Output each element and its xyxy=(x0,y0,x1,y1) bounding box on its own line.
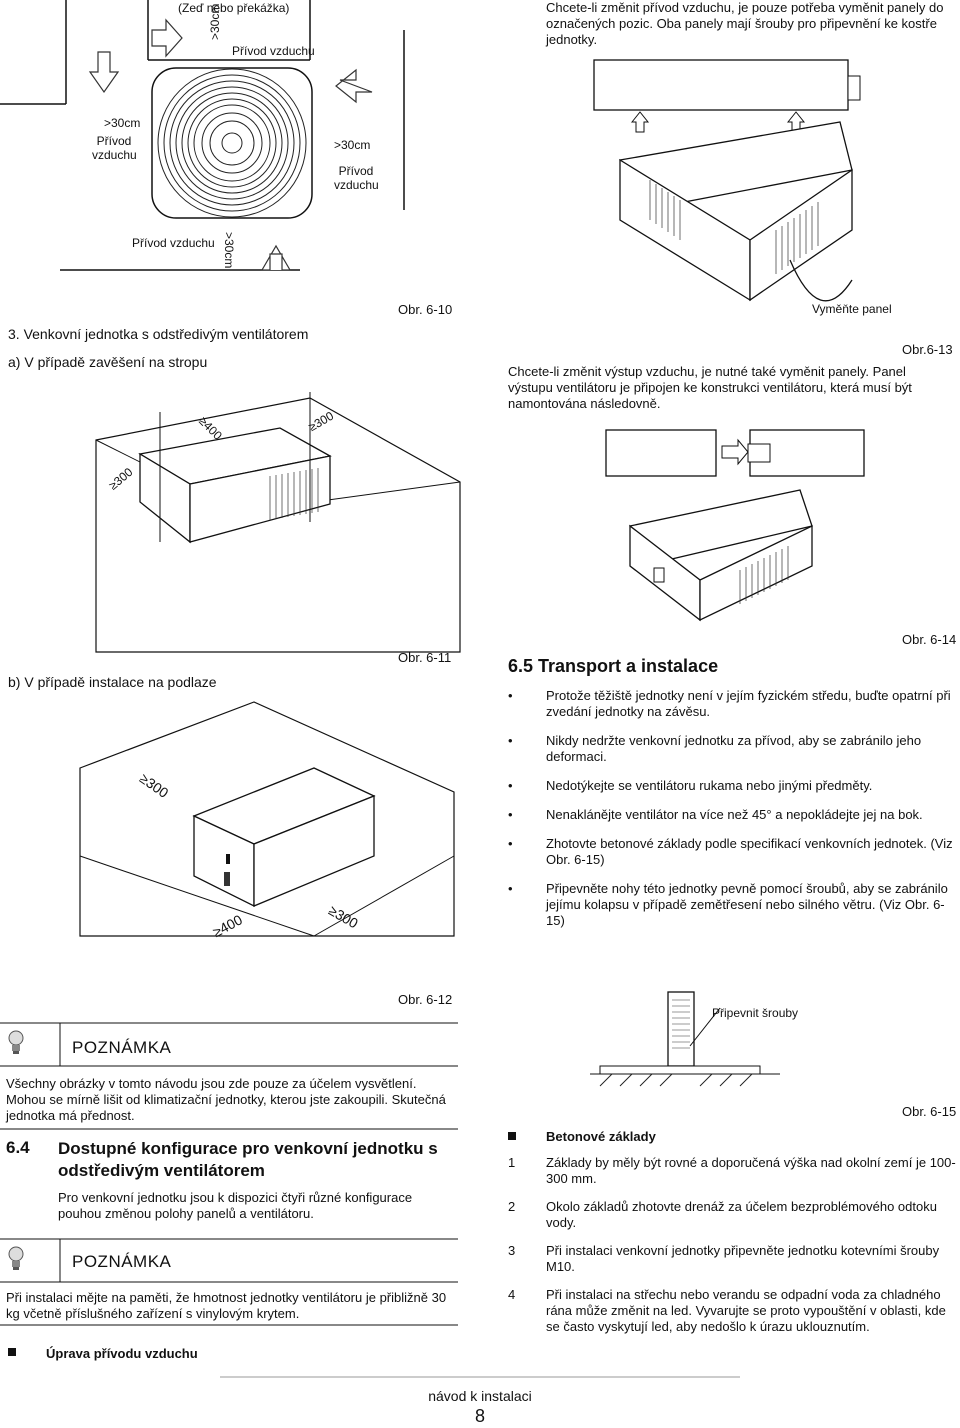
unit-panel-illustration xyxy=(593,59,861,302)
concrete-foundation-heading: Betonové základy xyxy=(546,1129,656,1144)
section-6-4-text: Pro venkovní jednotku jsou k dispozici č… xyxy=(58,1190,413,1221)
section-6-4-title: Dostupné konfigurace pro venkovní jednot… xyxy=(58,1139,438,1180)
outlet-text: Chcete-li změnit výstup vzduchu, je nutn… xyxy=(508,364,912,411)
list-item: •Protože těžiště jednotky není v jejím f… xyxy=(508,688,951,719)
caption-6-13: Obr.6-13 xyxy=(902,342,953,357)
wall-label: (Zeď nebo překážka) xyxy=(178,1,290,15)
ceiling-illustration xyxy=(95,392,461,653)
page-number: 8 xyxy=(474,1406,485,1426)
floor-case-label: b) V případě instalace na podlaze xyxy=(8,674,217,690)
distance-top-label: >30cm xyxy=(208,3,222,40)
note-title: POZNÁMKA xyxy=(72,1038,172,1057)
outlet-panel-illustration xyxy=(605,429,865,622)
list-item: •Nenaklánějte ventilátor na více než 45°… xyxy=(508,807,923,822)
intake-left-label: Přívod vzduchu xyxy=(92,134,137,162)
section-3-heading: 3. Venkovní jednotka s odstředivým venti… xyxy=(8,326,309,342)
caption-6-12: Obr. 6-12 xyxy=(398,992,453,1007)
screw-label: Připevnit šrouby xyxy=(712,1006,799,1020)
note-text: Všechny obrázky v tomto návodu jsou zde … xyxy=(6,1076,446,1123)
list-item: •Nikdy nedržte venkovní jednotku za přív… xyxy=(508,733,922,764)
air-intake-adjust-heading: Úprava přívodu vzduchu xyxy=(46,1346,198,1361)
list-item: •Nedotýkejte se ventilátoru rukama nebo … xyxy=(508,778,873,793)
section-6-4-number: 6.4 xyxy=(6,1138,30,1157)
intake-top-label: Přívod vzduchu xyxy=(232,44,315,58)
note-bottom-rule xyxy=(0,1128,458,1130)
note2-bottom-rule xyxy=(0,1324,458,1326)
intake-right-label: Přívod vzduchu xyxy=(334,164,379,192)
replace-panel-label: Vyměňte panel xyxy=(812,302,892,316)
list-item: •Připevněte nohy této jednotky pevně pom… xyxy=(508,881,948,928)
note2-title: POZNÁMKA xyxy=(72,1252,172,1271)
note2-text: Při instalaci mějte na paměti, že hmotno… xyxy=(6,1290,447,1321)
caption-6-11: Obr. 6-11 xyxy=(398,650,452,665)
note2-header-rule xyxy=(0,1238,458,1283)
square-bullet-icon xyxy=(508,1132,516,1140)
lightbulb-icon xyxy=(8,1246,24,1270)
distance-bottom-label: >30cm xyxy=(222,232,236,269)
square-bullet-icon xyxy=(8,1348,16,1356)
footer-label: návod k instalaci xyxy=(428,1388,532,1404)
foundation-illustration xyxy=(590,991,780,1087)
distance-right-label: >30cm xyxy=(334,138,371,152)
list-item: •Zhotovte betonové základy podle specifi… xyxy=(508,836,953,867)
lightbulb-icon xyxy=(8,1030,24,1054)
intake-bottom-label: Přívod vzduchu xyxy=(132,236,215,250)
note-header-rule xyxy=(0,1022,458,1067)
caption-6-10: Obr. 6-10 xyxy=(398,302,453,317)
transport-bullet-list: •Protože těžiště jednotky není v jejím f… xyxy=(508,688,958,942)
distance-left-label: >30cm xyxy=(104,116,141,130)
intro-text: Chcete-li změnit přívod vzduchu, je pouz… xyxy=(546,0,944,47)
footer-rule xyxy=(220,1376,740,1378)
caption-6-14: Obr. 6-14 xyxy=(902,632,957,647)
caption-6-15: Obr. 6-15 xyxy=(902,1104,957,1119)
ceiling-case-label: a) V případě zavěšení na stropu xyxy=(8,354,208,370)
top-view-illustration xyxy=(0,0,405,271)
section-6-5-title: 6.5 Transport a instalace xyxy=(508,656,719,676)
floor-illustration xyxy=(79,701,455,937)
